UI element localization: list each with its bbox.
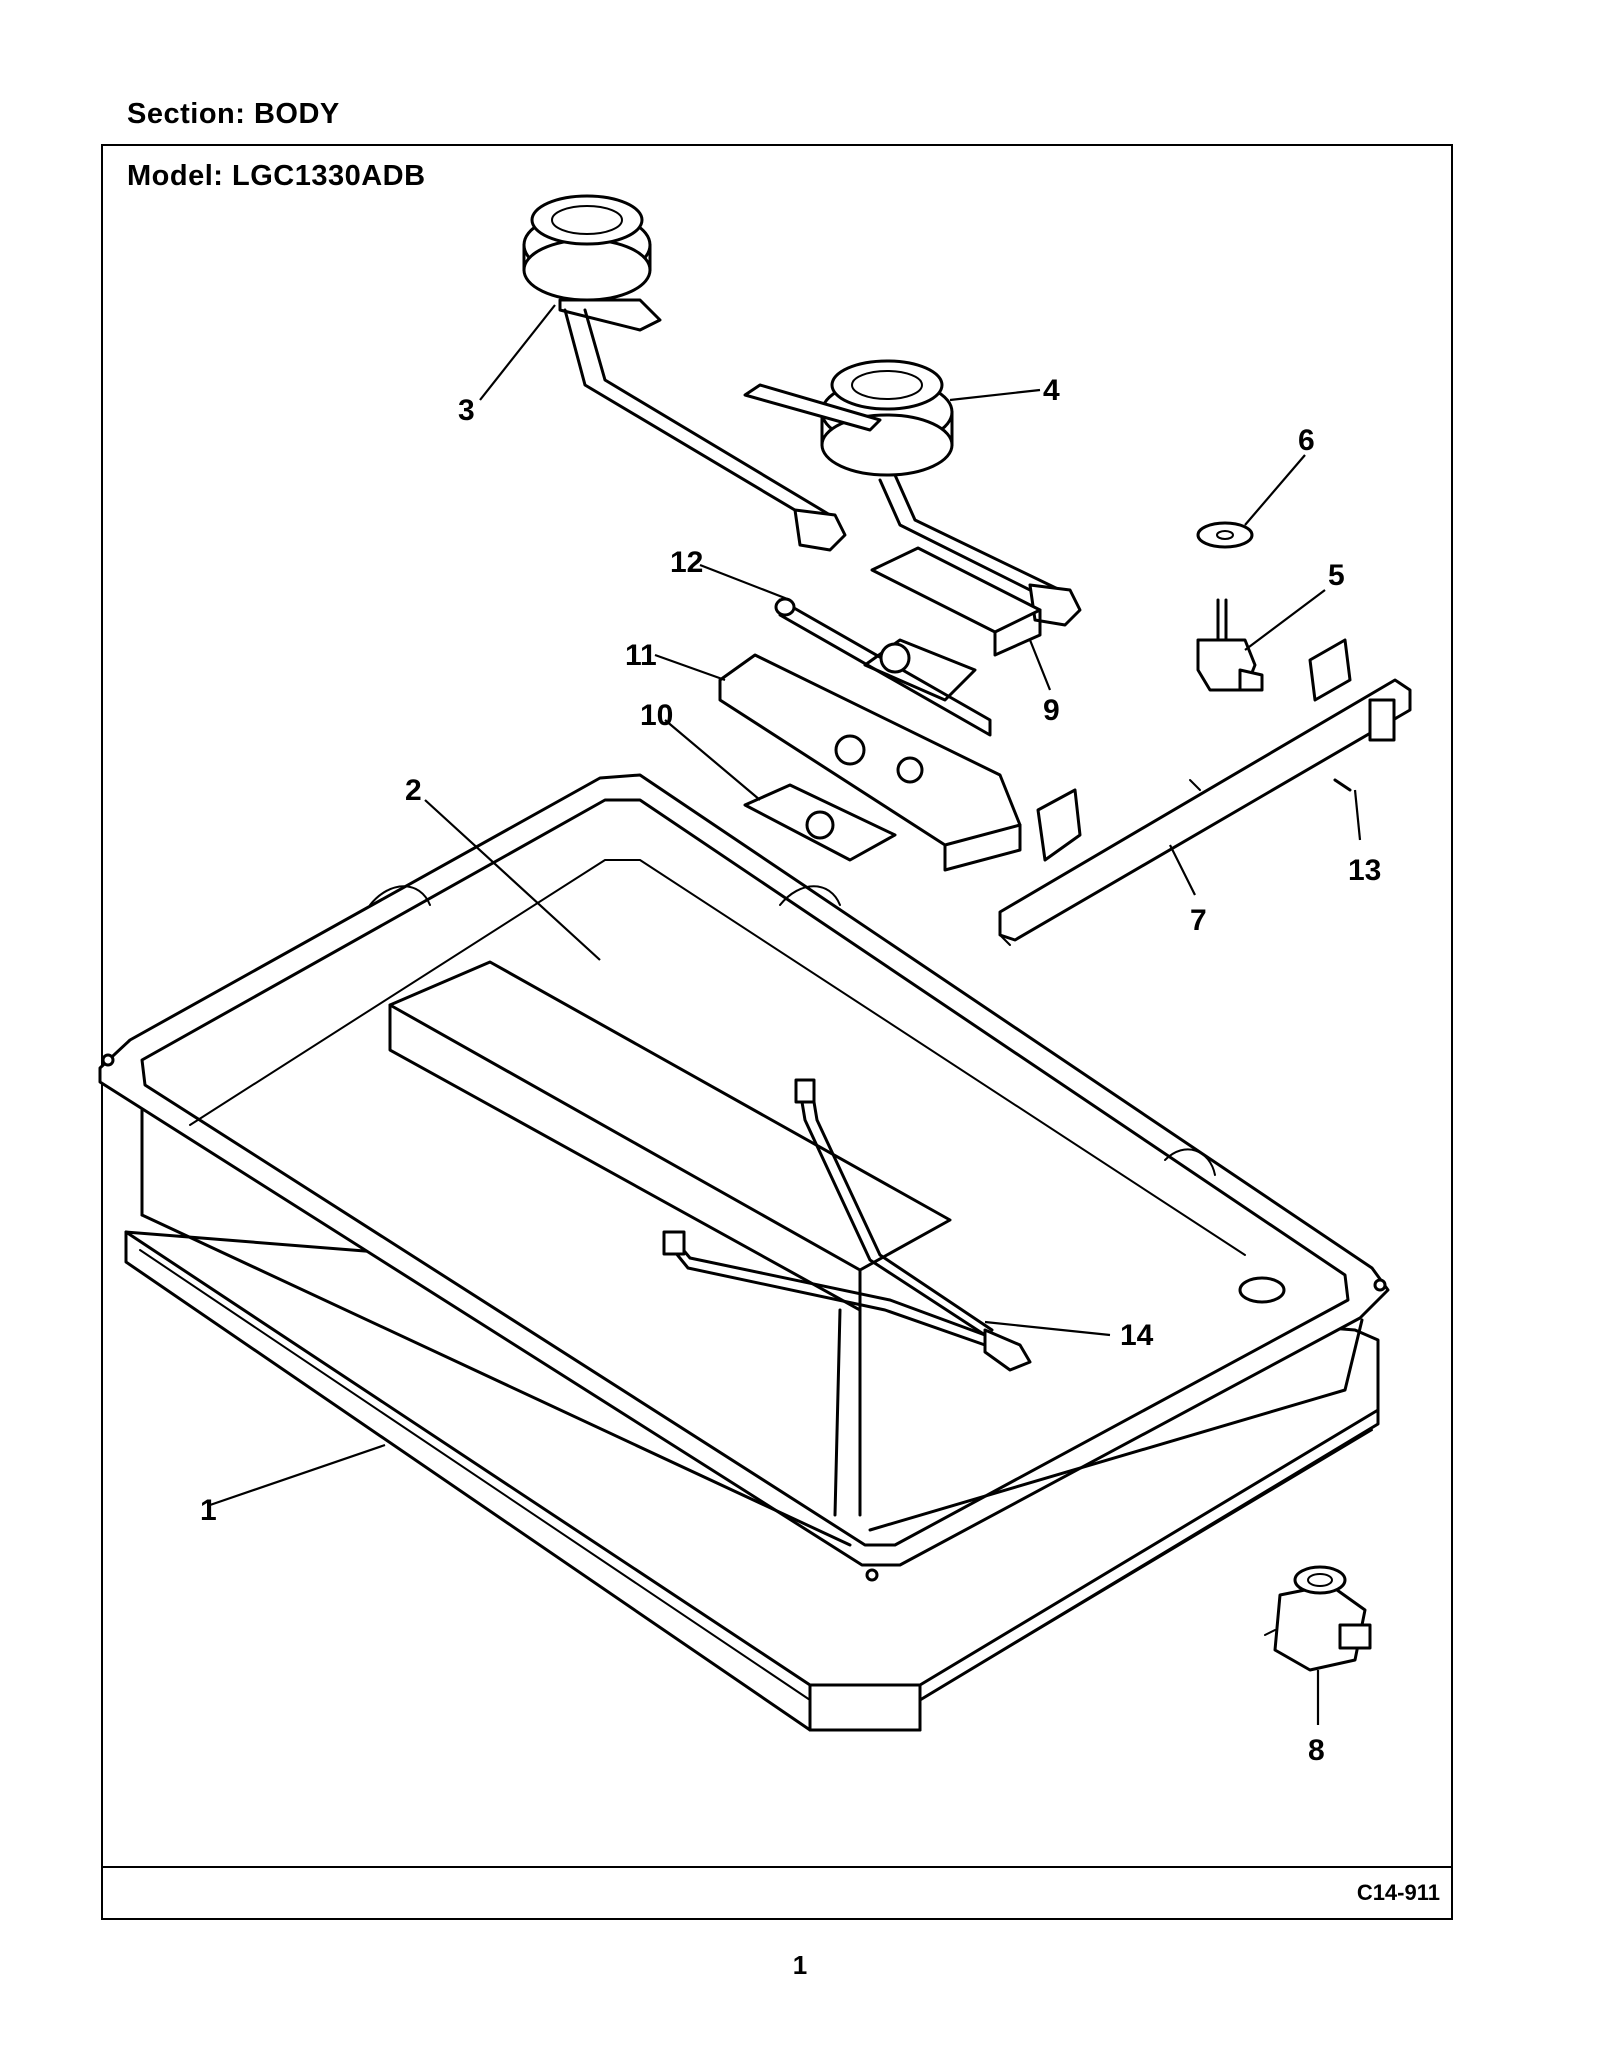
leader-4 bbox=[949, 388, 1041, 402]
callout-12: 12 bbox=[670, 546, 703, 579]
callout-5: 5 bbox=[1328, 559, 1345, 592]
part-7-manifold bbox=[998, 638, 1412, 946]
section-title: Section: BODY bbox=[127, 98, 340, 130]
callout-10: 10 bbox=[640, 699, 673, 732]
leader-10 bbox=[664, 719, 761, 801]
leader-lines bbox=[209, 304, 1362, 1725]
leader-14 bbox=[984, 1320, 1111, 1337]
callout-7: 7 bbox=[1190, 904, 1207, 937]
part-9-bracket bbox=[870, 546, 1042, 657]
leader-3 bbox=[479, 304, 556, 401]
part-8-regulator bbox=[1264, 1565, 1372, 1672]
leader-9 bbox=[1028, 639, 1052, 691]
leader-1 bbox=[209, 1443, 386, 1507]
drawing-code: C14-911 bbox=[1356, 1880, 1440, 1905]
page-number: 1 bbox=[792, 1950, 808, 1980]
leader-5 bbox=[1244, 589, 1326, 651]
callout-4: 4 bbox=[1043, 374, 1060, 407]
leader-13 bbox=[1353, 789, 1362, 841]
leader-12 bbox=[699, 563, 791, 602]
part-2-burner-box bbox=[98, 773, 1390, 1582]
part-4-burner bbox=[743, 359, 1082, 627]
part-10-plate bbox=[743, 783, 897, 862]
part-11-mounting-plate bbox=[718, 638, 1022, 872]
callout-3: 3 bbox=[458, 394, 475, 427]
part-3-burner bbox=[522, 194, 847, 552]
leader-6 bbox=[1244, 454, 1306, 526]
callout-1: 1 bbox=[200, 1494, 217, 1527]
part-6-washer bbox=[1196, 521, 1254, 549]
leader-11 bbox=[654, 653, 726, 682]
part-13-screw bbox=[1333, 778, 1352, 792]
leader-2 bbox=[424, 799, 601, 961]
callout-labels: 1 2 3 4 5 6 7 8 9 10 11 12 13 14 bbox=[200, 374, 1381, 1767]
callout-9: 9 bbox=[1043, 694, 1060, 727]
callout-13: 13 bbox=[1348, 854, 1381, 887]
callout-11: 11 bbox=[625, 639, 657, 672]
diagram-frame bbox=[101, 144, 1453, 1920]
callout-6: 6 bbox=[1298, 424, 1315, 457]
part-5-orifice-valve bbox=[1196, 598, 1264, 692]
callout-8: 8 bbox=[1308, 1734, 1325, 1767]
footer-divider bbox=[101, 1866, 1453, 1868]
part-14-gas-tubing bbox=[662, 1078, 1032, 1372]
model-title: Model: LGC1330ADB bbox=[127, 160, 426, 192]
callout-2: 2 bbox=[405, 774, 422, 807]
callout-14: 14 bbox=[1120, 1319, 1154, 1352]
leader-7 bbox=[1169, 844, 1196, 896]
